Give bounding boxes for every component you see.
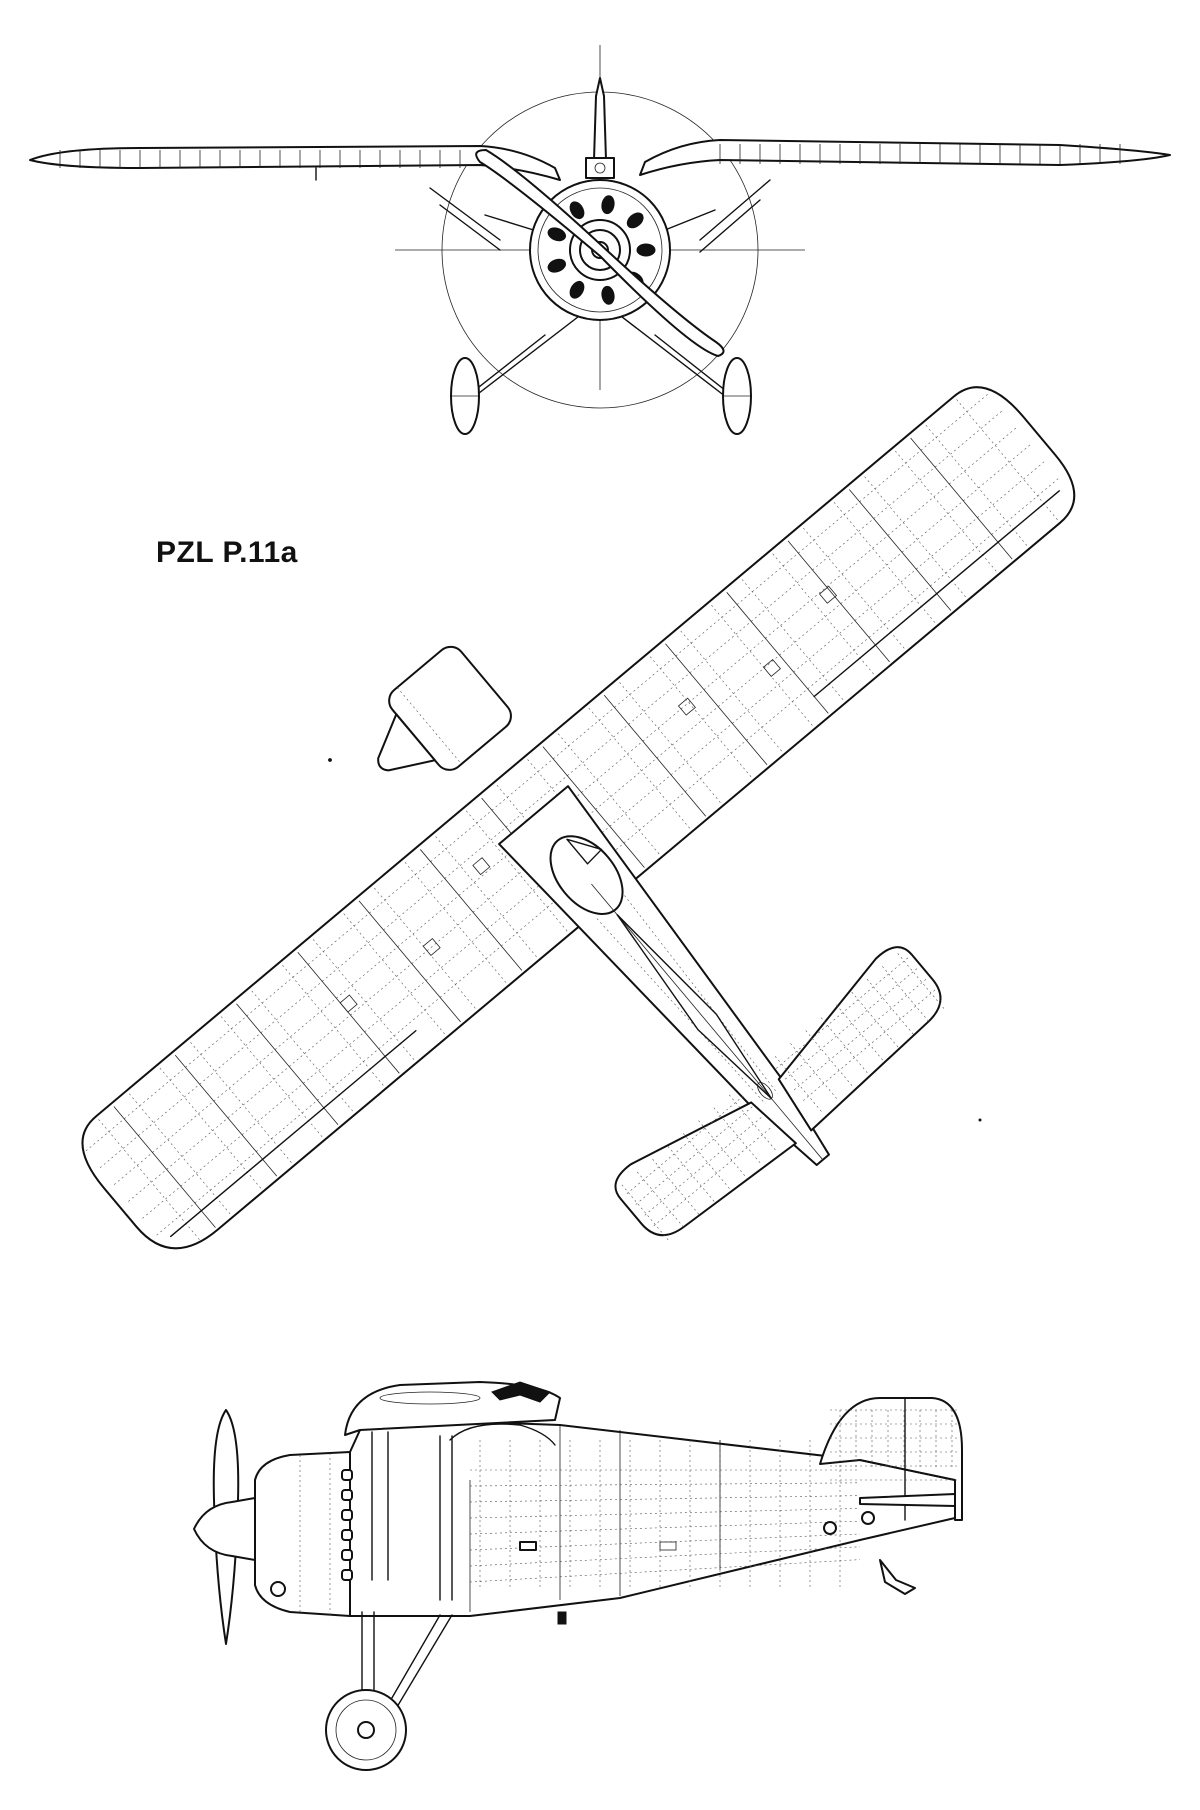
detail-line [236, 1003, 339, 1125]
detail-line [358, 900, 461, 1023]
side-spinner [193, 1497, 256, 1561]
exhaust-stub [341, 1509, 353, 1521]
detail-line [782, 968, 918, 1082]
detail-line [466, 810, 569, 933]
detail-line [542, 746, 645, 868]
detail-line [652, 1158, 700, 1215]
detail-line [956, 399, 1059, 521]
detail-line [741, 579, 844, 701]
detail-line [624, 1095, 744, 1196]
detail-line [803, 527, 906, 650]
side-gear [361, 1611, 453, 1725]
detail-line [297, 952, 400, 1074]
detail-line [773, 957, 909, 1071]
tailplane-left [777, 946, 942, 1132]
detail-line [251, 990, 354, 1113]
detail-line [790, 1043, 837, 1099]
detail-line [791, 979, 927, 1093]
right-wing [639, 139, 1171, 176]
drawing-title: PZL P.11a [156, 536, 298, 569]
cylinder [569, 201, 585, 220]
cylinder [601, 195, 615, 215]
detail-line [711, 604, 814, 727]
detail-line [667, 1146, 715, 1202]
detail-line [469, 1508, 861, 1519]
detail-line [469, 1495, 861, 1503]
spinner [377, 713, 436, 772]
detail-line [665, 643, 768, 766]
detail-line [174, 1054, 278, 1177]
detail-line [833, 502, 936, 624]
detail-line [435, 836, 538, 958]
detail-line [282, 964, 385, 1087]
detail-line [312, 939, 415, 1061]
cylinder [547, 227, 567, 242]
detail-line [642, 1117, 762, 1218]
side-cowling [254, 1451, 351, 1617]
detail-line [404, 862, 507, 984]
detail-line [864, 476, 967, 598]
plan-view [81, 386, 1076, 1250]
left-wing [29, 145, 561, 181]
detail-line [420, 849, 523, 971]
detail-line [469, 1520, 861, 1535]
cylinder [547, 258, 567, 273]
front-view [29, 45, 1171, 435]
detail-line [557, 733, 661, 855]
detail-line [113, 1106, 216, 1228]
exhaust-stub [341, 1469, 353, 1481]
detail-line [910, 437, 1013, 560]
side-fin [819, 1397, 963, 1521]
side-view [193, 1381, 963, 1771]
detail-line [925, 424, 1028, 547]
detail-line [680, 630, 783, 753]
detail-line [588, 707, 691, 830]
exhaust-stub [341, 1529, 353, 1541]
detail-line [98, 1119, 201, 1241]
detail-line [866, 978, 914, 1035]
detail-line [603, 694, 707, 817]
detail-line [787, 540, 890, 663]
cylinder [636, 243, 656, 257]
propeller-blade [475, 149, 725, 357]
detail-line [220, 1016, 323, 1138]
detail-line [805, 1030, 853, 1086]
cockpit [549, 835, 624, 915]
cylinder [569, 280, 585, 299]
detail-line [897, 953, 945, 1009]
detail-line [651, 1128, 771, 1229]
exhaust-stub [341, 1489, 353, 1501]
detail-line [849, 489, 952, 611]
cylinder [601, 285, 615, 305]
exhaust-stub [341, 1549, 353, 1561]
detail-line [895, 450, 998, 573]
detail-line [633, 1106, 753, 1207]
detail-line [800, 989, 936, 1103]
detail-line [649, 656, 752, 778]
detail-line [469, 1546, 861, 1567]
detail-line [726, 592, 829, 714]
detail-line [190, 1042, 293, 1164]
detail-line [619, 682, 722, 804]
detail-line [129, 1093, 232, 1215]
detail-line [469, 1482, 861, 1487]
exhaust-stub [341, 1569, 353, 1581]
cylinder [626, 212, 644, 229]
detail-line [374, 887, 477, 1010]
detail-line [469, 1559, 861, 1583]
detail-line [772, 553, 875, 675]
detail-line [343, 913, 446, 1035]
detail-line [159, 1067, 262, 1190]
